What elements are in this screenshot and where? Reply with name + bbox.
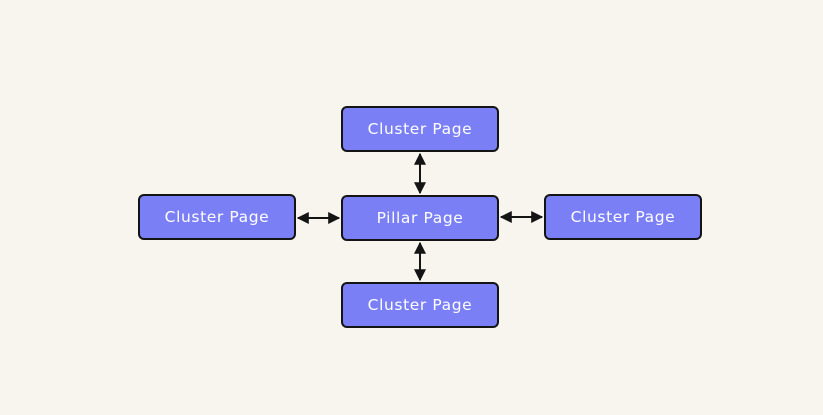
cluster-page-left-label: Cluster Page	[164, 208, 270, 226]
cluster-page-right-label: Cluster Page	[570, 208, 676, 226]
pillar-page-label: Pillar Page	[376, 209, 464, 227]
cluster-page-left-node: Cluster Page	[138, 194, 296, 240]
pillar-page-node: Pillar Page	[341, 195, 499, 241]
cluster-page-right-node: Cluster Page	[544, 194, 702, 240]
cluster-page-bottom-label: Cluster Page	[367, 296, 473, 314]
cluster-page-top-node: Cluster Page	[341, 106, 499, 152]
cluster-page-bottom-node: Cluster Page	[341, 282, 499, 328]
cluster-page-top-label: Cluster Page	[367, 120, 473, 138]
